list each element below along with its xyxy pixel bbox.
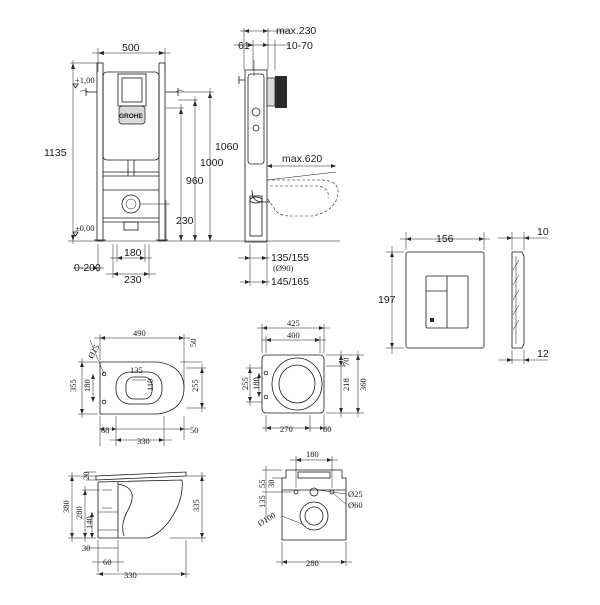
bowl-rear-view: 180 135 55 30 Ø25 Ø60 Ø100 280	[256, 449, 363, 568]
rear-dim-55: 55	[257, 480, 267, 489]
dim-230-bottom: 230	[124, 274, 142, 286]
bowl-side-dim-140: 140	[84, 516, 94, 529]
dim-230: 230	[176, 215, 194, 227]
seat-top-view: 425 400 70 218 360 255 180	[240, 318, 368, 434]
seat-dim-425: 425	[287, 318, 300, 328]
dim-1060: 1060	[215, 141, 239, 153]
seat-dim-218: 218	[341, 378, 351, 391]
bowl-dim-135: 135	[130, 365, 143, 375]
frame-height-label: 1135	[44, 147, 67, 159]
bowl-dim-50b: 50	[190, 425, 199, 435]
bowl-dim-255: 255	[190, 379, 200, 392]
bowl-side-view: 20 380 280 140 335 30 60	[61, 472, 206, 580]
bowl-side-dim-280: 280	[74, 506, 84, 519]
seat-dim-255: 255	[240, 377, 250, 390]
bowl-dim-330-top: 330	[137, 436, 150, 446]
bowl-side-dim-380: 380	[61, 500, 71, 513]
frame-width-label: 500	[122, 42, 140, 54]
rear-dim-phi100: Ø100	[256, 510, 277, 528]
level-top-label: +1,00	[75, 75, 95, 85]
bowl-side-dim-335: 335	[191, 499, 201, 512]
bowl-top-view: 490 50 Ø15 355 180 135 110 255	[68, 328, 206, 446]
level-bottom-label: ±0,00	[75, 223, 95, 233]
rear-dim-135: 135	[257, 495, 267, 508]
seat-dim-70: 70	[341, 358, 351, 367]
dim-960: 960	[186, 175, 204, 187]
dim-max620: max.620	[282, 153, 322, 165]
rear-dim-30: 30	[266, 480, 276, 489]
flush-plate-front: 156 197	[378, 232, 490, 354]
dim-61: 61	[238, 40, 250, 52]
bowl-side-dim-330: 330	[124, 570, 137, 580]
seat-dim-60: 60	[323, 424, 332, 434]
bowl-side-dim-30: 30	[82, 543, 91, 553]
bowl-dim-355: 355	[68, 379, 78, 392]
frame-front-view: 500 GROHE +1,00	[44, 42, 239, 286]
rear-dim-180: 180	[306, 449, 319, 459]
frame-side-view: max.230 61 10-70 max.620	[232, 25, 340, 288]
dim-max230: max.230	[276, 25, 316, 37]
plate-depth-label: 10	[537, 226, 549, 238]
dim-0-200: 0-200	[74, 262, 101, 274]
flush-plate-side: 10 12	[498, 226, 549, 364]
bowl-length-label: 490	[133, 328, 146, 338]
bowl-dim-180: 180	[82, 379, 92, 392]
seat-dim-360: 360	[358, 378, 368, 391]
rear-dim-280: 280	[306, 558, 319, 568]
rear-dim-phi60: Ø60	[348, 500, 363, 510]
bowl-dim-68: 68	[101, 425, 110, 435]
bowl-dim-110: 110	[145, 379, 155, 391]
rear-dim-phi25: Ø25	[348, 489, 363, 499]
dim-1000: 1000	[200, 157, 224, 169]
seat-dim-270: 270	[280, 424, 293, 434]
dim-phi90: (Ø90)	[273, 263, 293, 273]
brand-logo-text: GROHE	[119, 113, 144, 120]
plate-width-label: 156	[436, 233, 454, 245]
seat-dim-180: 180	[251, 377, 261, 390]
seat-dim-400: 400	[287, 330, 300, 340]
dim-145-165: 145/165	[271, 276, 309, 288]
dim-10-70: 10-70	[286, 40, 313, 52]
plate-height-label: 197	[378, 294, 396, 306]
plate-depth-side-label: 12	[537, 348, 549, 360]
bowl-dim-50a: 50	[188, 339, 198, 348]
dim-135-155: 135/155	[271, 252, 309, 264]
bowl-dim-phi15: Ø15	[86, 343, 102, 361]
dim-180: 180	[124, 247, 142, 259]
bowl-side-dim-60: 60	[103, 557, 112, 567]
